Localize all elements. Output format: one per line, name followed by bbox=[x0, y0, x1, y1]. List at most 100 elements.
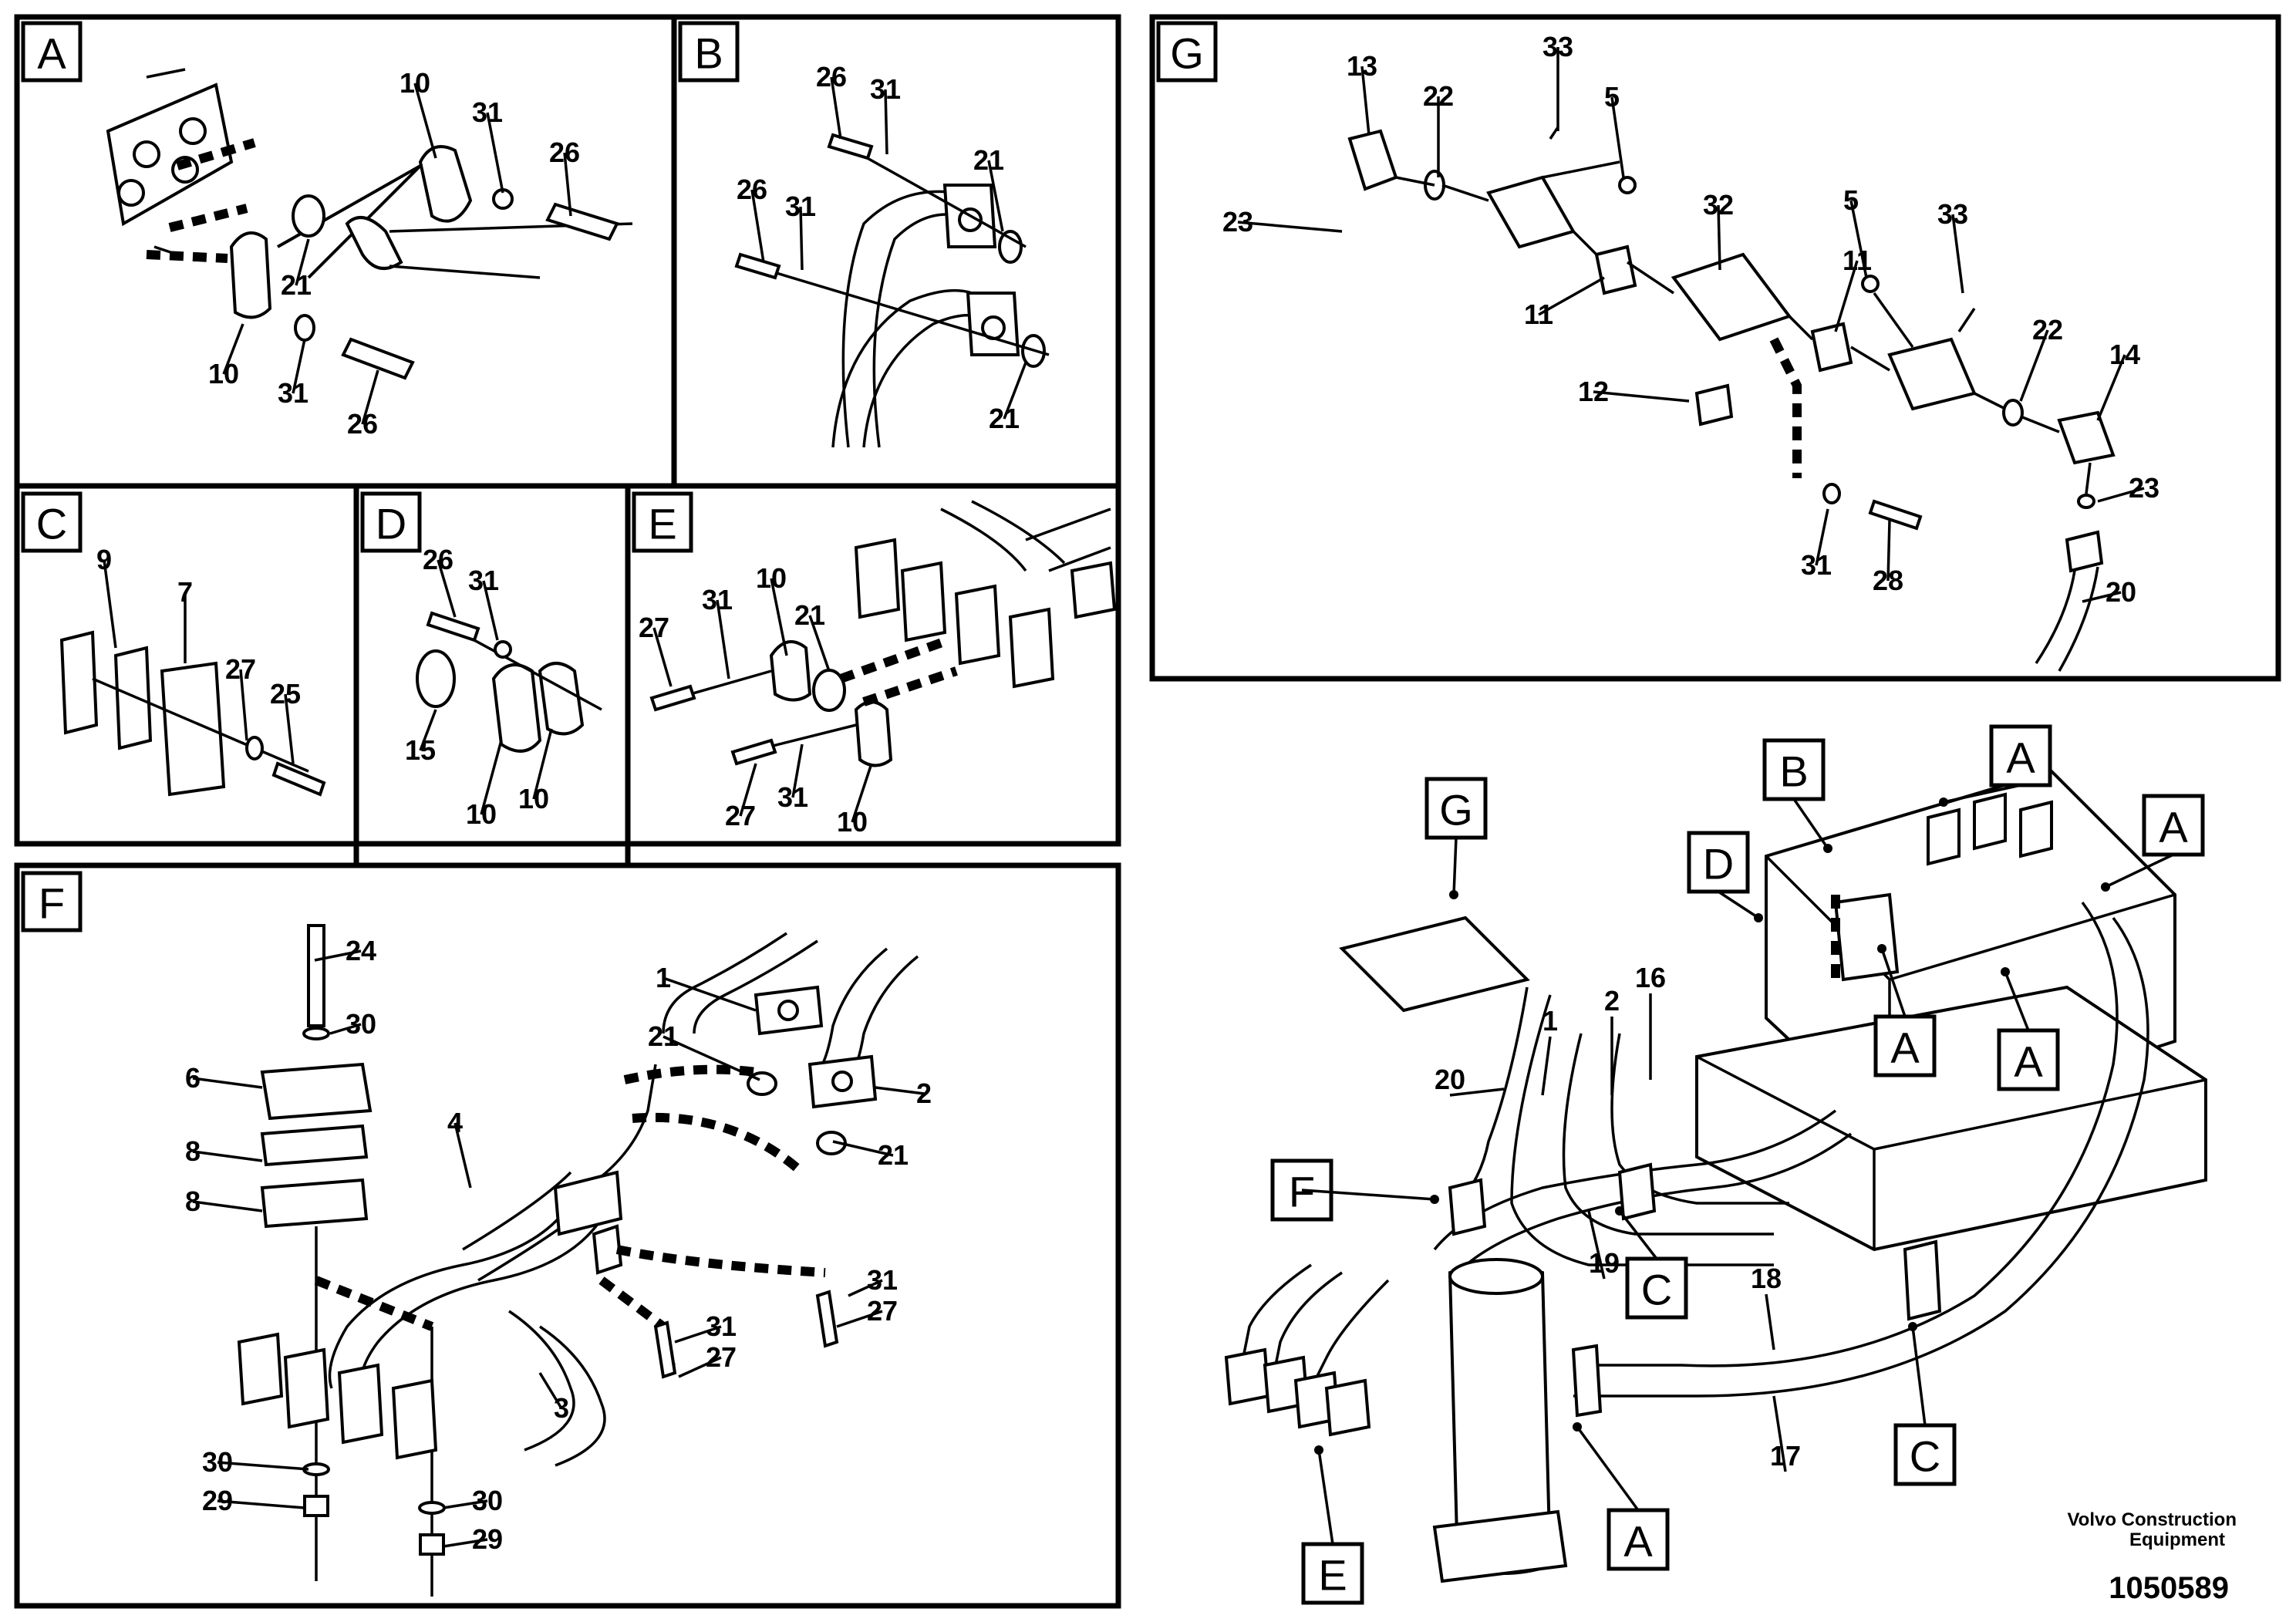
leader-line bbox=[1452, 837, 1458, 895]
part-callout: 31 bbox=[1801, 549, 1832, 581]
o-ring-seal bbox=[416, 649, 456, 708]
panel-d-letter: D bbox=[376, 500, 406, 548]
flange bbox=[553, 1170, 623, 1236]
leader-line bbox=[1834, 260, 1859, 332]
flange bbox=[954, 584, 1001, 666]
part-callout: 20 bbox=[2106, 576, 2136, 608]
ball-valve bbox=[1887, 337, 1977, 411]
o-ring bbox=[2077, 494, 2095, 509]
leader-line bbox=[295, 238, 310, 286]
panel-c: C bbox=[21, 491, 326, 797]
screw bbox=[653, 1320, 677, 1379]
leader-arrowhead bbox=[2001, 967, 2010, 976]
leader-arrowhead bbox=[1615, 1206, 1624, 1216]
overview-callout-letter: C bbox=[1910, 1432, 1940, 1481]
drawing-number: 1050589 bbox=[2109, 1571, 2229, 1605]
leader-line bbox=[2096, 354, 2126, 421]
leader-line bbox=[1301, 1189, 1435, 1201]
part-callout: 6 bbox=[185, 1062, 201, 1094]
part-callout: 3 bbox=[554, 1392, 569, 1424]
part-callout: 23 bbox=[2129, 472, 2159, 504]
leader-line bbox=[1772, 1395, 1787, 1472]
leader-line bbox=[750, 189, 765, 263]
part-callout: 30 bbox=[472, 1485, 503, 1516]
part-callout: 22 bbox=[1423, 80, 1454, 112]
part-callout: 29 bbox=[472, 1523, 503, 1555]
flange bbox=[391, 1378, 438, 1460]
part-callout: 5 bbox=[1604, 81, 1620, 113]
overview-callout-box: C bbox=[1625, 1256, 1688, 1320]
leader-line bbox=[2105, 853, 2174, 889]
leader-line bbox=[1587, 1210, 1606, 1280]
leader-lines bbox=[103, 47, 2174, 1548]
leader-line bbox=[808, 615, 831, 672]
split-flange-half bbox=[418, 145, 473, 223]
flange bbox=[237, 1332, 284, 1406]
elbow-fitting bbox=[2057, 410, 2116, 465]
swivel-port bbox=[1571, 1344, 1603, 1418]
clamp bbox=[1448, 1178, 1487, 1236]
leader-line bbox=[1849, 200, 1868, 278]
footer: Volvo Construction Equipment 1050589 bbox=[2067, 1509, 2237, 1605]
part-callout: 1 bbox=[1542, 1005, 1558, 1037]
part-callout: 26 bbox=[737, 174, 767, 205]
leader-line bbox=[192, 1200, 263, 1212]
ball-valve-assembly bbox=[1339, 916, 1530, 1013]
part-callout: 11 bbox=[1524, 298, 1553, 330]
flange bbox=[1008, 607, 1055, 689]
part-callout: 10 bbox=[466, 798, 497, 830]
part-callout: 30 bbox=[202, 1446, 233, 1478]
part-callout: 33 bbox=[1937, 198, 1968, 230]
overview-callout-box: A bbox=[1607, 1508, 1670, 1571]
part-callout: 7 bbox=[177, 576, 193, 608]
leader-line bbox=[361, 369, 379, 425]
part-callout: 9 bbox=[96, 544, 112, 575]
pipe-stub bbox=[345, 216, 403, 270]
panel-f: F bbox=[21, 871, 919, 1597]
panel-a-tag bbox=[21, 21, 83, 83]
part-callout: 4 bbox=[447, 1107, 463, 1138]
panel-c-tag bbox=[21, 491, 83, 553]
leader-line bbox=[1765, 1293, 1775, 1351]
flange bbox=[1324, 1378, 1371, 1437]
nipple bbox=[1810, 322, 1853, 373]
leader-line bbox=[486, 112, 504, 194]
part-callout: 24 bbox=[346, 935, 376, 966]
part-callout: 21 bbox=[878, 1139, 909, 1171]
part-callout: 26 bbox=[816, 61, 847, 93]
leader-line bbox=[1538, 276, 1605, 316]
leader-line bbox=[314, 949, 362, 962]
overview-callout-letter: A bbox=[2014, 1037, 2043, 1086]
flange bbox=[1224, 1347, 1271, 1406]
part-callout: 31 bbox=[706, 1310, 737, 1342]
part-callout: 26 bbox=[549, 137, 580, 168]
ball-valve bbox=[1485, 175, 1576, 249]
part-callout: 21 bbox=[648, 1020, 679, 1052]
clamp-half bbox=[59, 630, 99, 735]
part-callout: 10 bbox=[400, 67, 430, 99]
leader-line bbox=[1237, 221, 1343, 233]
overview-callout-box: C bbox=[1893, 1423, 1957, 1486]
leader-line bbox=[1449, 1088, 1505, 1097]
panel-c-letter: C bbox=[36, 500, 67, 548]
part-callout: 27 bbox=[867, 1295, 898, 1327]
leader-line bbox=[419, 709, 437, 751]
screw bbox=[1868, 499, 1923, 531]
panel-b-tag bbox=[678, 21, 740, 83]
screw bbox=[730, 738, 777, 766]
leader-line bbox=[1951, 214, 1964, 294]
brand-line-1: Volvo Construction bbox=[2067, 1509, 2237, 1530]
leader-line bbox=[292, 339, 306, 394]
panel-a: A bbox=[21, 21, 633, 380]
screw bbox=[545, 202, 619, 241]
o-ring bbox=[2002, 399, 2024, 427]
leader-line bbox=[538, 1372, 563, 1409]
leader-line bbox=[652, 627, 673, 687]
overview-callout-box: B bbox=[1762, 738, 1826, 801]
clamp bbox=[1903, 1239, 1942, 1321]
panel-frames bbox=[14, 14, 2281, 1609]
leader-line bbox=[217, 1499, 305, 1509]
overview-callout-letter: G bbox=[1439, 786, 1473, 835]
screw bbox=[649, 684, 696, 712]
